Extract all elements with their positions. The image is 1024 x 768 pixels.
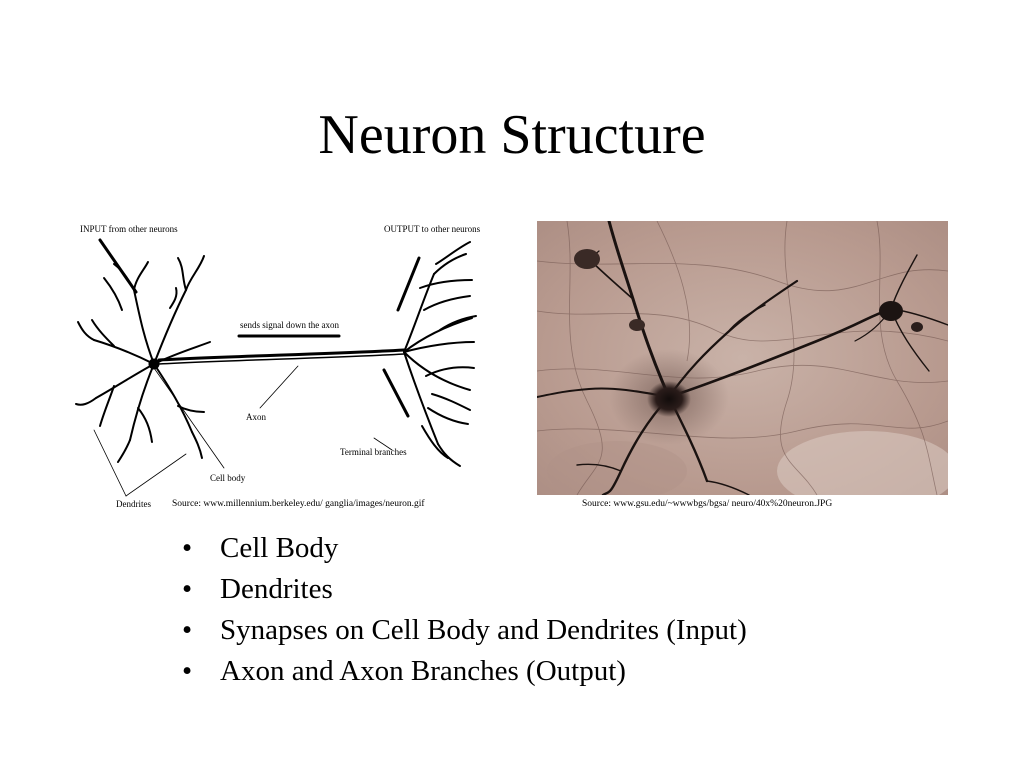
list-item: • Dendrites — [182, 569, 747, 610]
slide-title: Neuron Structure — [318, 104, 706, 166]
label-signal: sends signal down the axon — [240, 320, 339, 330]
bullet-marker: • — [182, 532, 193, 564]
list-item: • Cell Body — [182, 528, 747, 569]
neuron-diagram-drawing — [75, 238, 477, 497]
label-axon: Axon — [246, 412, 266, 422]
label-dendrites: Dendrites — [116, 499, 151, 509]
label-terminal-branches: Terminal branches — [340, 447, 407, 457]
label-output: OUTPUT to other neurons — [384, 224, 481, 234]
bullet-list: • Cell Body • Dendrites • Synapses on Cell … — [182, 528, 747, 692]
neuron-micrograph — [536, 219, 957, 511]
diagram-source-caption: Source: www.millennium.berkeley.edu/ gan… — [172, 499, 425, 509]
bullet-marker: • — [182, 614, 193, 646]
bullet-marker: • — [182, 573, 193, 605]
bullet-text: Axon and Axon Branches (Output) — [220, 655, 626, 687]
label-input: INPUT from other neurons — [80, 224, 178, 234]
bullet-text: Synapses on Cell Body and Dendrites (Inp… — [220, 614, 747, 646]
label-cell-body: Cell body — [210, 473, 246, 483]
bullet-text: Dendrites — [220, 573, 333, 605]
bullet-text: Cell Body — [220, 532, 339, 564]
neuron-diagram: INPUT from other neurons OUTPUT to other… — [74, 218, 484, 518]
neuron-micrograph-image — [536, 219, 957, 511]
list-item: • Axon and Axon Branches (Output) — [182, 651, 747, 692]
list-item: • Synapses on Cell Body and Dendrites (In… — [182, 610, 747, 651]
bullet-marker: • — [182, 655, 193, 687]
photo-source-caption: Source: www.gsu.edu/~wwwbgs/bgsa/ neuro/… — [582, 499, 833, 509]
